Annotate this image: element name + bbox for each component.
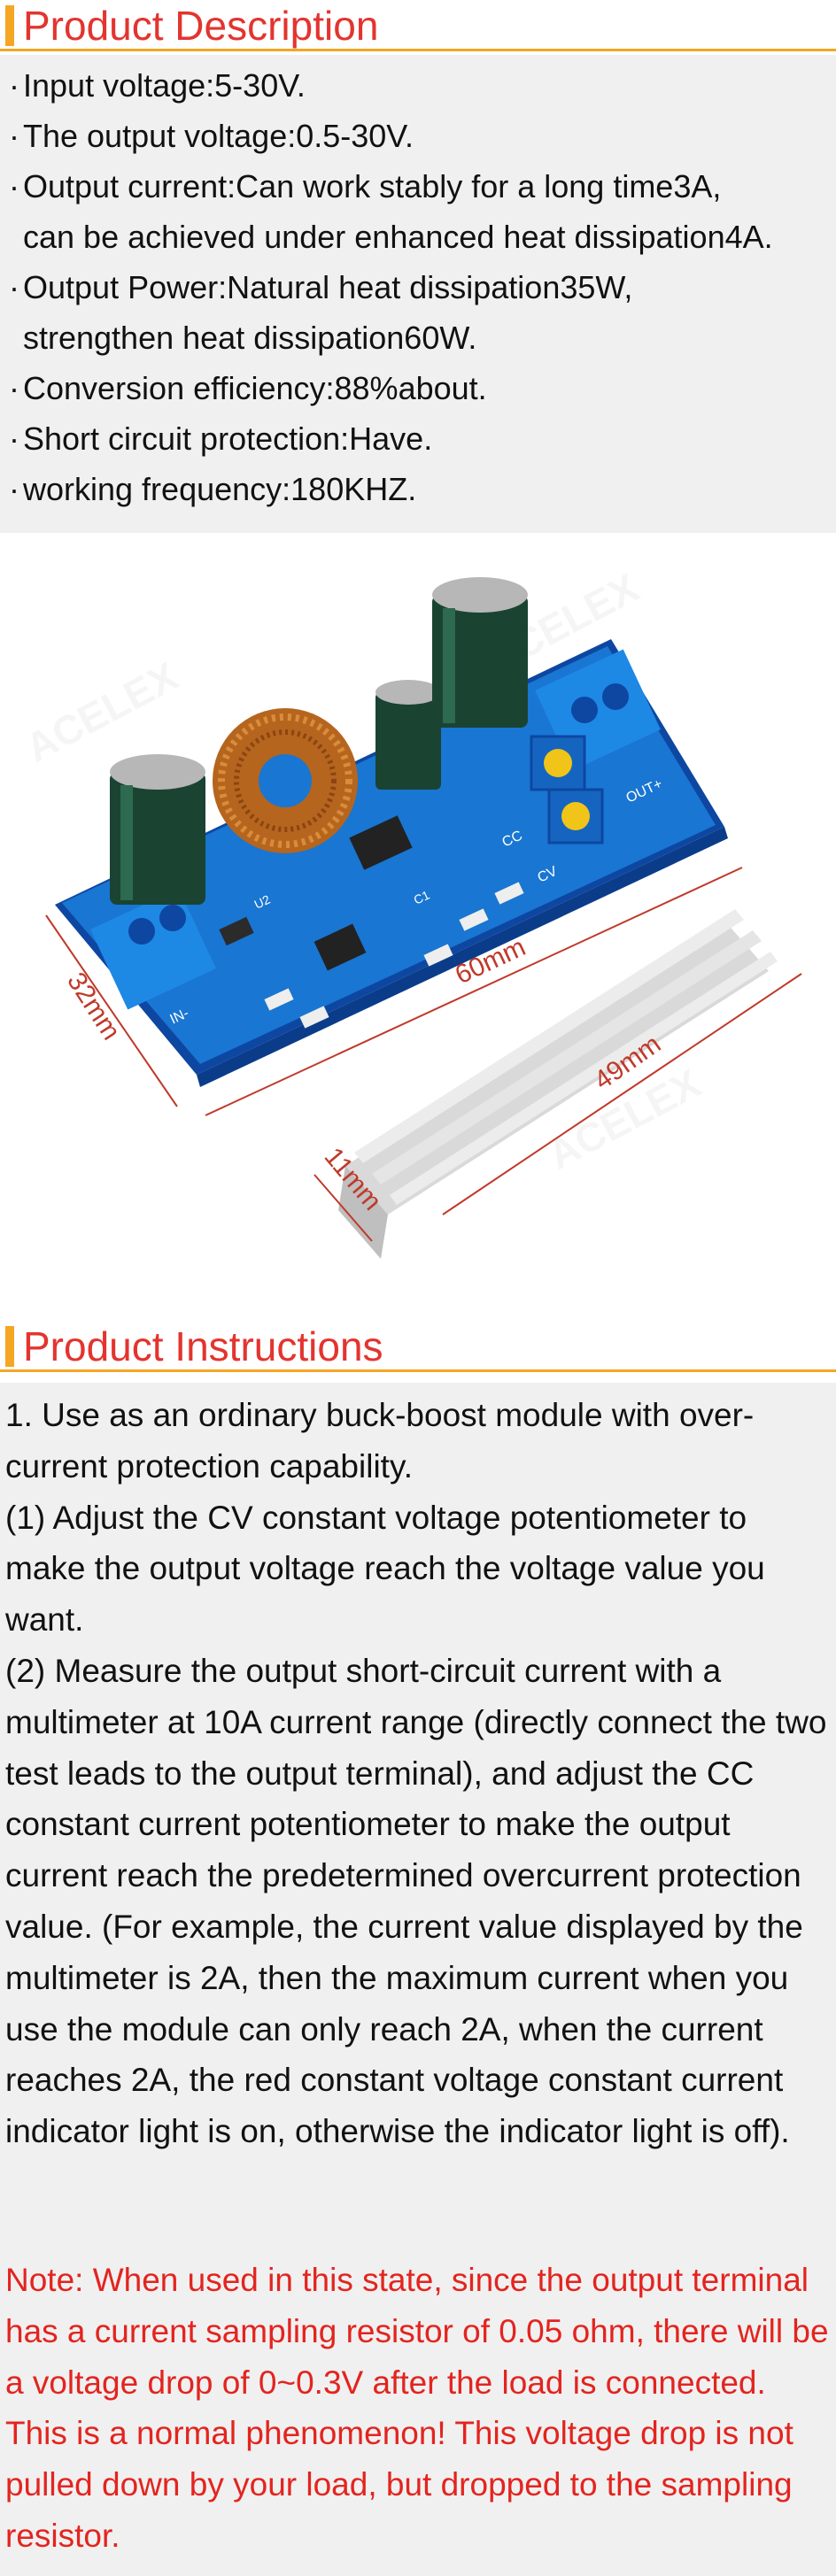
- spec-output-voltage: The output voltage:0.5-30V.: [0, 111, 836, 161]
- instructions-title: Product Instructions: [23, 1323, 383, 1369]
- dimension-lines: [45, 867, 802, 1242]
- instruction-step-cv: (1) Adjust the CV constant voltage poten…: [5, 1499, 765, 1639]
- board-label-u2: U2: [252, 892, 273, 912]
- potentiometers: [530, 735, 604, 845]
- spec-text: The output voltage:0.5-30V.: [23, 118, 414, 154]
- description-panel: Input voltage:5-30V. The output voltage:…: [0, 55, 836, 533]
- note-text: Note: When used in this state, since the…: [5, 2262, 829, 2554]
- header-rule: [0, 49, 836, 51]
- header-accent-bar: [5, 1326, 14, 1367]
- capacitor-large-1: [110, 754, 205, 905]
- instructions-header: Product Instructions: [0, 1321, 836, 1374]
- spec-output-power: Output Power:Natural heat dissipation35W…: [0, 262, 836, 363]
- heatsink: [338, 909, 778, 1259]
- spec-short-circuit: Short circuit protection:Have.: [0, 413, 836, 464]
- capacitor-large-2: [432, 577, 528, 728]
- description-list: Input voltage:5-30V. The output voltage:…: [0, 60, 836, 514]
- instructions-panel: 1. Use as an ordinary buck-boost module …: [0, 1383, 836, 2576]
- description-header: Product Description: [0, 0, 836, 53]
- spec-input-voltage: Input voltage:5-30V.: [0, 60, 836, 111]
- spec-output-current: Output current:Can work stably for a lon…: [0, 161, 836, 262]
- input-terminal: [90, 888, 216, 1010]
- spec-text: working frequency:180KHZ.: [23, 471, 417, 507]
- spec-efficiency: Conversion efficiency:88%about.: [0, 363, 836, 413]
- spec-text-cont: strengthen heat dissipation60W.: [23, 320, 477, 356]
- board-label-c1: C1: [412, 888, 432, 907]
- inductor-coil: [213, 708, 358, 853]
- description-title: Product Description: [23, 3, 379, 49]
- product-photo: ACELEX ACELEX ACELEX U2 C1 CV CC OUT+ IN…: [18, 564, 802, 1259]
- header-accent-bar: [5, 5, 14, 46]
- spec-text-cont: can be achieved under enhanced heat diss…: [23, 219, 773, 255]
- header-rule: [0, 1369, 836, 1372]
- spec-frequency: working frequency:180KHZ.: [0, 464, 836, 514]
- photo-watermark: ACELEX: [18, 652, 185, 771]
- instructions-text: 1. Use as an ordinary buck-boost module …: [5, 1390, 829, 2157]
- capacitor-small: [375, 680, 441, 790]
- instruction-step-cc: (2) Measure the output short-circuit cur…: [5, 1652, 827, 2150]
- spec-text: Input voltage:5-30V.: [23, 67, 306, 104]
- spec-text: Conversion efficiency:88%about.: [23, 370, 487, 406]
- instruction-step-1: 1. Use as an ordinary buck-boost module …: [5, 1397, 755, 1485]
- spec-text: Short circuit protection:Have.: [23, 420, 433, 457]
- spec-text: Output Power:Natural heat dissipation35W…: [23, 269, 633, 305]
- spec-text: Output current:Can work stably for a lon…: [23, 168, 722, 204]
